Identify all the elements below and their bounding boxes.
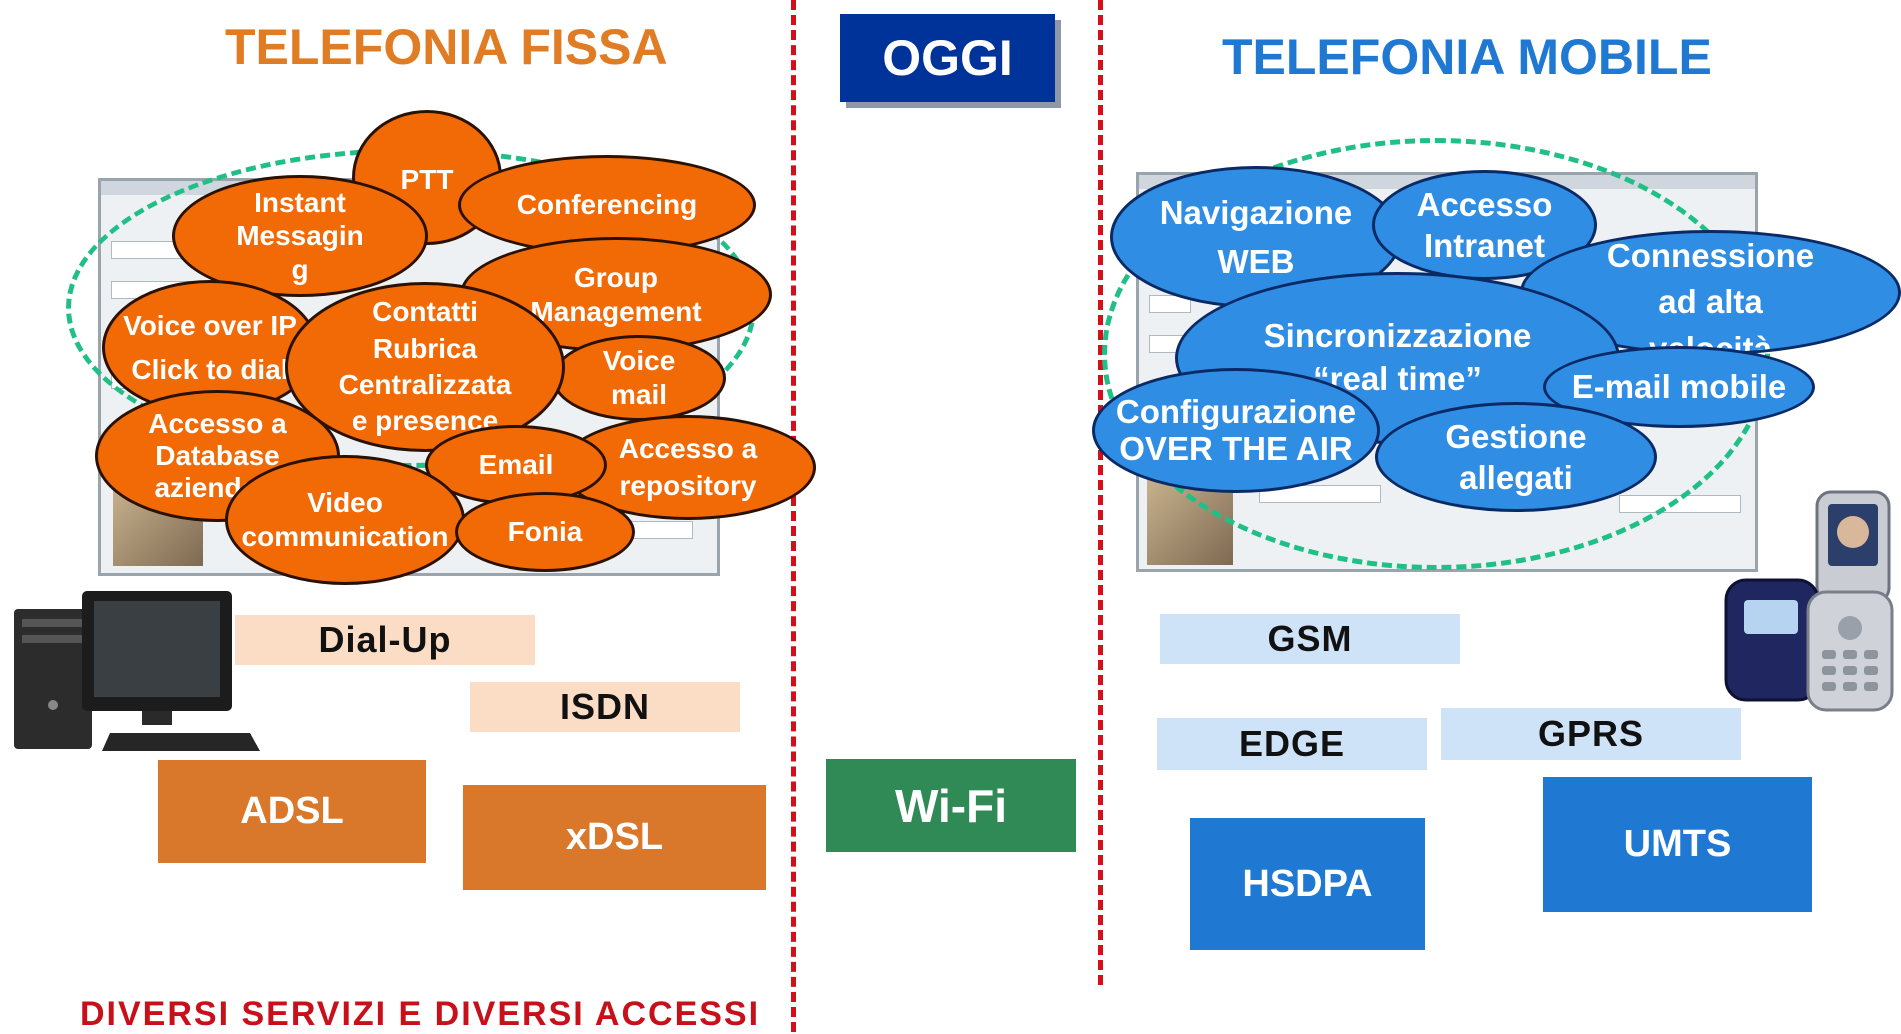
video-bubble: Video communication (225, 455, 465, 585)
edge-box: EDGE (1157, 718, 1427, 770)
mobile-telephony-title: TELEFONIA MOBILE (1222, 29, 1712, 85)
desktop-computer-icon (14, 591, 260, 751)
mobile-phone-icon (1724, 490, 1894, 712)
fonia-bubble: Fonia (455, 492, 635, 572)
gestione-allegati-bubble: Gestione allegati (1375, 402, 1657, 512)
instant-messaging-bubble: Instant Messagin g (172, 175, 428, 297)
isdn-box: ISDN (470, 682, 740, 732)
oggi-badge: OGGI (840, 14, 1055, 102)
umts-box: UMTS (1543, 777, 1812, 912)
hsdpa-box: HSDPA (1190, 818, 1425, 950)
wifi-box: Wi-Fi (826, 759, 1076, 852)
left-divider (791, 0, 796, 1032)
xdsl-box: xDSL (463, 785, 766, 890)
adsl-box: ADSL (158, 760, 426, 863)
configurazione-ota-bubble: Configurazione OVER THE AIR (1092, 368, 1380, 493)
accesso-intranet-bubble: Accesso Intranet (1372, 170, 1597, 280)
gsm-box: GSM (1160, 614, 1460, 664)
mobile-services-ring (1102, 138, 1770, 570)
fixed-telephony-title: TELEFONIA FISSA (225, 19, 668, 75)
gprs-box: GPRS (1441, 708, 1741, 760)
right-divider (1098, 0, 1103, 985)
footer-caption: DIVERSI SERVIZI E DIVERSI ACCESSI (80, 995, 761, 1033)
dialup-box: Dial-Up (235, 615, 535, 665)
voice-mail-bubble: Voice mail (552, 335, 726, 421)
